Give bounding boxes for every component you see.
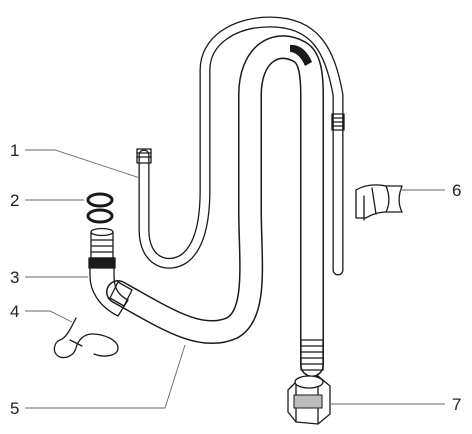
callout-labels: 1 2 3 4 5 6 7 xyxy=(10,141,461,418)
callout-1: 1 xyxy=(10,141,19,160)
leader-lines xyxy=(25,149,445,409)
bracket-clip-icon xyxy=(355,184,403,221)
callout-7: 7 xyxy=(452,395,461,414)
small-tube-icon xyxy=(136,16,345,276)
callout-2: 2 xyxy=(10,191,19,210)
callout-3: 3 xyxy=(10,268,19,287)
elbow-fitting-icon xyxy=(88,227,129,317)
suction-tube-icon xyxy=(106,35,324,377)
wire-clip-icon xyxy=(53,317,119,359)
callout-4: 4 xyxy=(10,302,19,321)
o-ring-icon xyxy=(86,192,114,224)
callout-5: 5 xyxy=(10,399,19,418)
inlet-strainer-nut-icon xyxy=(287,375,331,425)
callout-6: 6 xyxy=(452,181,461,200)
